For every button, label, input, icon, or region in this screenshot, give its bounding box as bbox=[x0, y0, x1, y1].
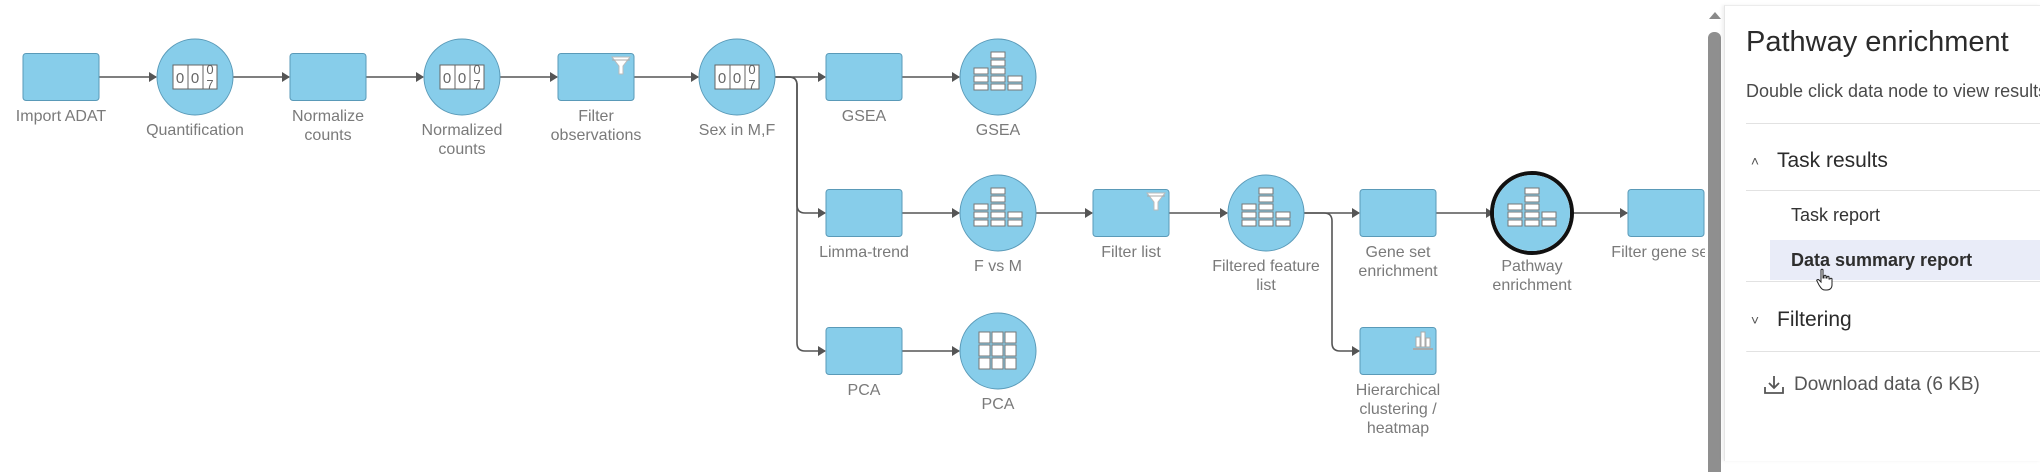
node-label-pca-data: PCA bbox=[981, 396, 1015, 413]
node-label-gsea-data: GSEA bbox=[975, 122, 1021, 139]
node-pca-task[interactable] bbox=[825, 327, 903, 375]
svg-text:7: 7 bbox=[206, 77, 213, 92]
node-label-normalize-counts: Normalize counts bbox=[291, 107, 364, 144]
node-label-gene-set-enrichment: Gene set enrichment bbox=[1358, 243, 1438, 280]
section-filtering-label: Filtering bbox=[1777, 308, 1852, 331]
task-report-label: Task report bbox=[1791, 204, 1881, 225]
vertical-scrollbar[interactable] bbox=[1706, 8, 1722, 472]
panel-subtitle: Double click data node to view results bbox=[1746, 81, 2040, 101]
stacked-bars-icon bbox=[973, 51, 1023, 91]
svg-text:7: 7 bbox=[473, 77, 480, 92]
svg-text:7: 7 bbox=[748, 77, 755, 92]
node-limma-trend[interactable] bbox=[825, 189, 903, 237]
svg-text:0: 0 bbox=[473, 62, 480, 77]
node-filter-gene-sets[interactable] bbox=[1627, 189, 1705, 237]
data-summary-report-link[interactable]: Data summary report bbox=[1770, 240, 2040, 280]
download-data-label: Download data (6 KB) bbox=[1794, 374, 1980, 395]
svg-text:0: 0 bbox=[443, 70, 451, 87]
node-label-import-adat: Import ADAT bbox=[15, 107, 107, 125]
node-gsea-data[interactable] bbox=[959, 38, 1037, 116]
download-icon bbox=[1764, 376, 1784, 394]
divider bbox=[1746, 190, 2040, 191]
details-panel: Pathway enrichment Double click data nod… bbox=[1724, 5, 2040, 461]
node-hierarchical-clustering[interactable] bbox=[1359, 327, 1437, 375]
panel-title: Pathway enrichment bbox=[1746, 26, 2009, 58]
svg-text:0: 0 bbox=[176, 70, 184, 87]
task-report-link[interactable]: Task report bbox=[1770, 195, 2040, 235]
data-summary-report-label: Data summary report bbox=[1791, 249, 1973, 270]
node-gsea-task[interactable] bbox=[825, 53, 903, 101]
hand-cursor-icon bbox=[1816, 268, 1833, 291]
node-label-quantification: Quantification bbox=[146, 122, 244, 139]
svg-text:0: 0 bbox=[191, 70, 199, 87]
node-pca-data[interactable] bbox=[959, 312, 1037, 390]
node-filtered-feature-list[interactable] bbox=[1227, 174, 1305, 252]
node-normalize-counts[interactable] bbox=[289, 53, 367, 101]
section-task-results[interactable]: ˄ Task results bbox=[1725, 131, 1888, 191]
download-data-button[interactable]: Download data (6 KB) bbox=[1763, 374, 1980, 396]
section-filtering[interactable]: ˅ Filtering bbox=[1725, 290, 1852, 350]
funnel-icon bbox=[1145, 192, 1167, 211]
edge-filtered-feature-list-to-hierarchical-clustering bbox=[1304, 212, 1360, 356]
node-f-vs-m[interactable] bbox=[959, 174, 1037, 252]
section-task-results-label: Task results bbox=[1777, 149, 1888, 172]
svg-text:0: 0 bbox=[748, 62, 755, 77]
node-filter-observations[interactable] bbox=[557, 53, 635, 101]
divider bbox=[1746, 281, 2040, 282]
stacked-bars-icon bbox=[1241, 187, 1291, 227]
edge-sex-in-mf-to-limma-trend bbox=[775, 76, 826, 218]
svg-text:0: 0 bbox=[733, 70, 741, 87]
chevron-up-icon: ˄ bbox=[1750, 153, 1760, 169]
node-label-gsea-task: GSEA bbox=[841, 107, 887, 125]
divider bbox=[1746, 351, 2040, 352]
node-label-normalized-counts: Normalized counts bbox=[421, 122, 503, 158]
node-pathway-enrichment[interactable] bbox=[1490, 171, 1574, 255]
node-import-adat[interactable] bbox=[22, 53, 100, 101]
edge-sex-in-mf-to-pca-task bbox=[775, 76, 826, 356]
node-label-pathway-enrichment: Pathway enrichment bbox=[1492, 258, 1572, 294]
scrollbar-thumb[interactable] bbox=[1708, 32, 1721, 472]
node-label-filter-observations: Filter observations bbox=[550, 107, 642, 144]
node-label-sex-in-mf: Sex in M,F bbox=[698, 122, 776, 139]
bar-chart-icon bbox=[1413, 331, 1433, 350]
node-filter-list[interactable] bbox=[1092, 189, 1170, 237]
grid-icon bbox=[978, 331, 1017, 370]
chevron-down-icon: ˅ bbox=[1750, 312, 1760, 328]
funnel-icon bbox=[610, 56, 632, 75]
node-label-filter-list: Filter list bbox=[1101, 243, 1161, 261]
scroll-up-arrow-icon[interactable] bbox=[1709, 12, 1721, 19]
svg-text:0: 0 bbox=[718, 70, 726, 87]
svg-text:0: 0 bbox=[206, 62, 213, 77]
node-label-limma-trend: Limma-trend bbox=[819, 243, 909, 261]
node-label-f-vs-m: F vs M bbox=[974, 258, 1022, 275]
svg-text:0: 0 bbox=[458, 70, 466, 87]
node-label-filtered-feature-list: Filtered feature list bbox=[1212, 258, 1320, 294]
divider bbox=[1746, 123, 2040, 124]
stacked-bars-icon bbox=[973, 187, 1023, 227]
stacked-bars-icon bbox=[1507, 187, 1557, 227]
node-gene-set-enrichment[interactable] bbox=[1359, 189, 1437, 237]
node-label-hierarchical-clustering: Hierarchical clustering / heatmap bbox=[1355, 381, 1441, 437]
node-label-pca-task: PCA bbox=[847, 381, 881, 399]
node-label-filter-gene-sets: Filter gene sets bbox=[1611, 243, 1705, 261]
